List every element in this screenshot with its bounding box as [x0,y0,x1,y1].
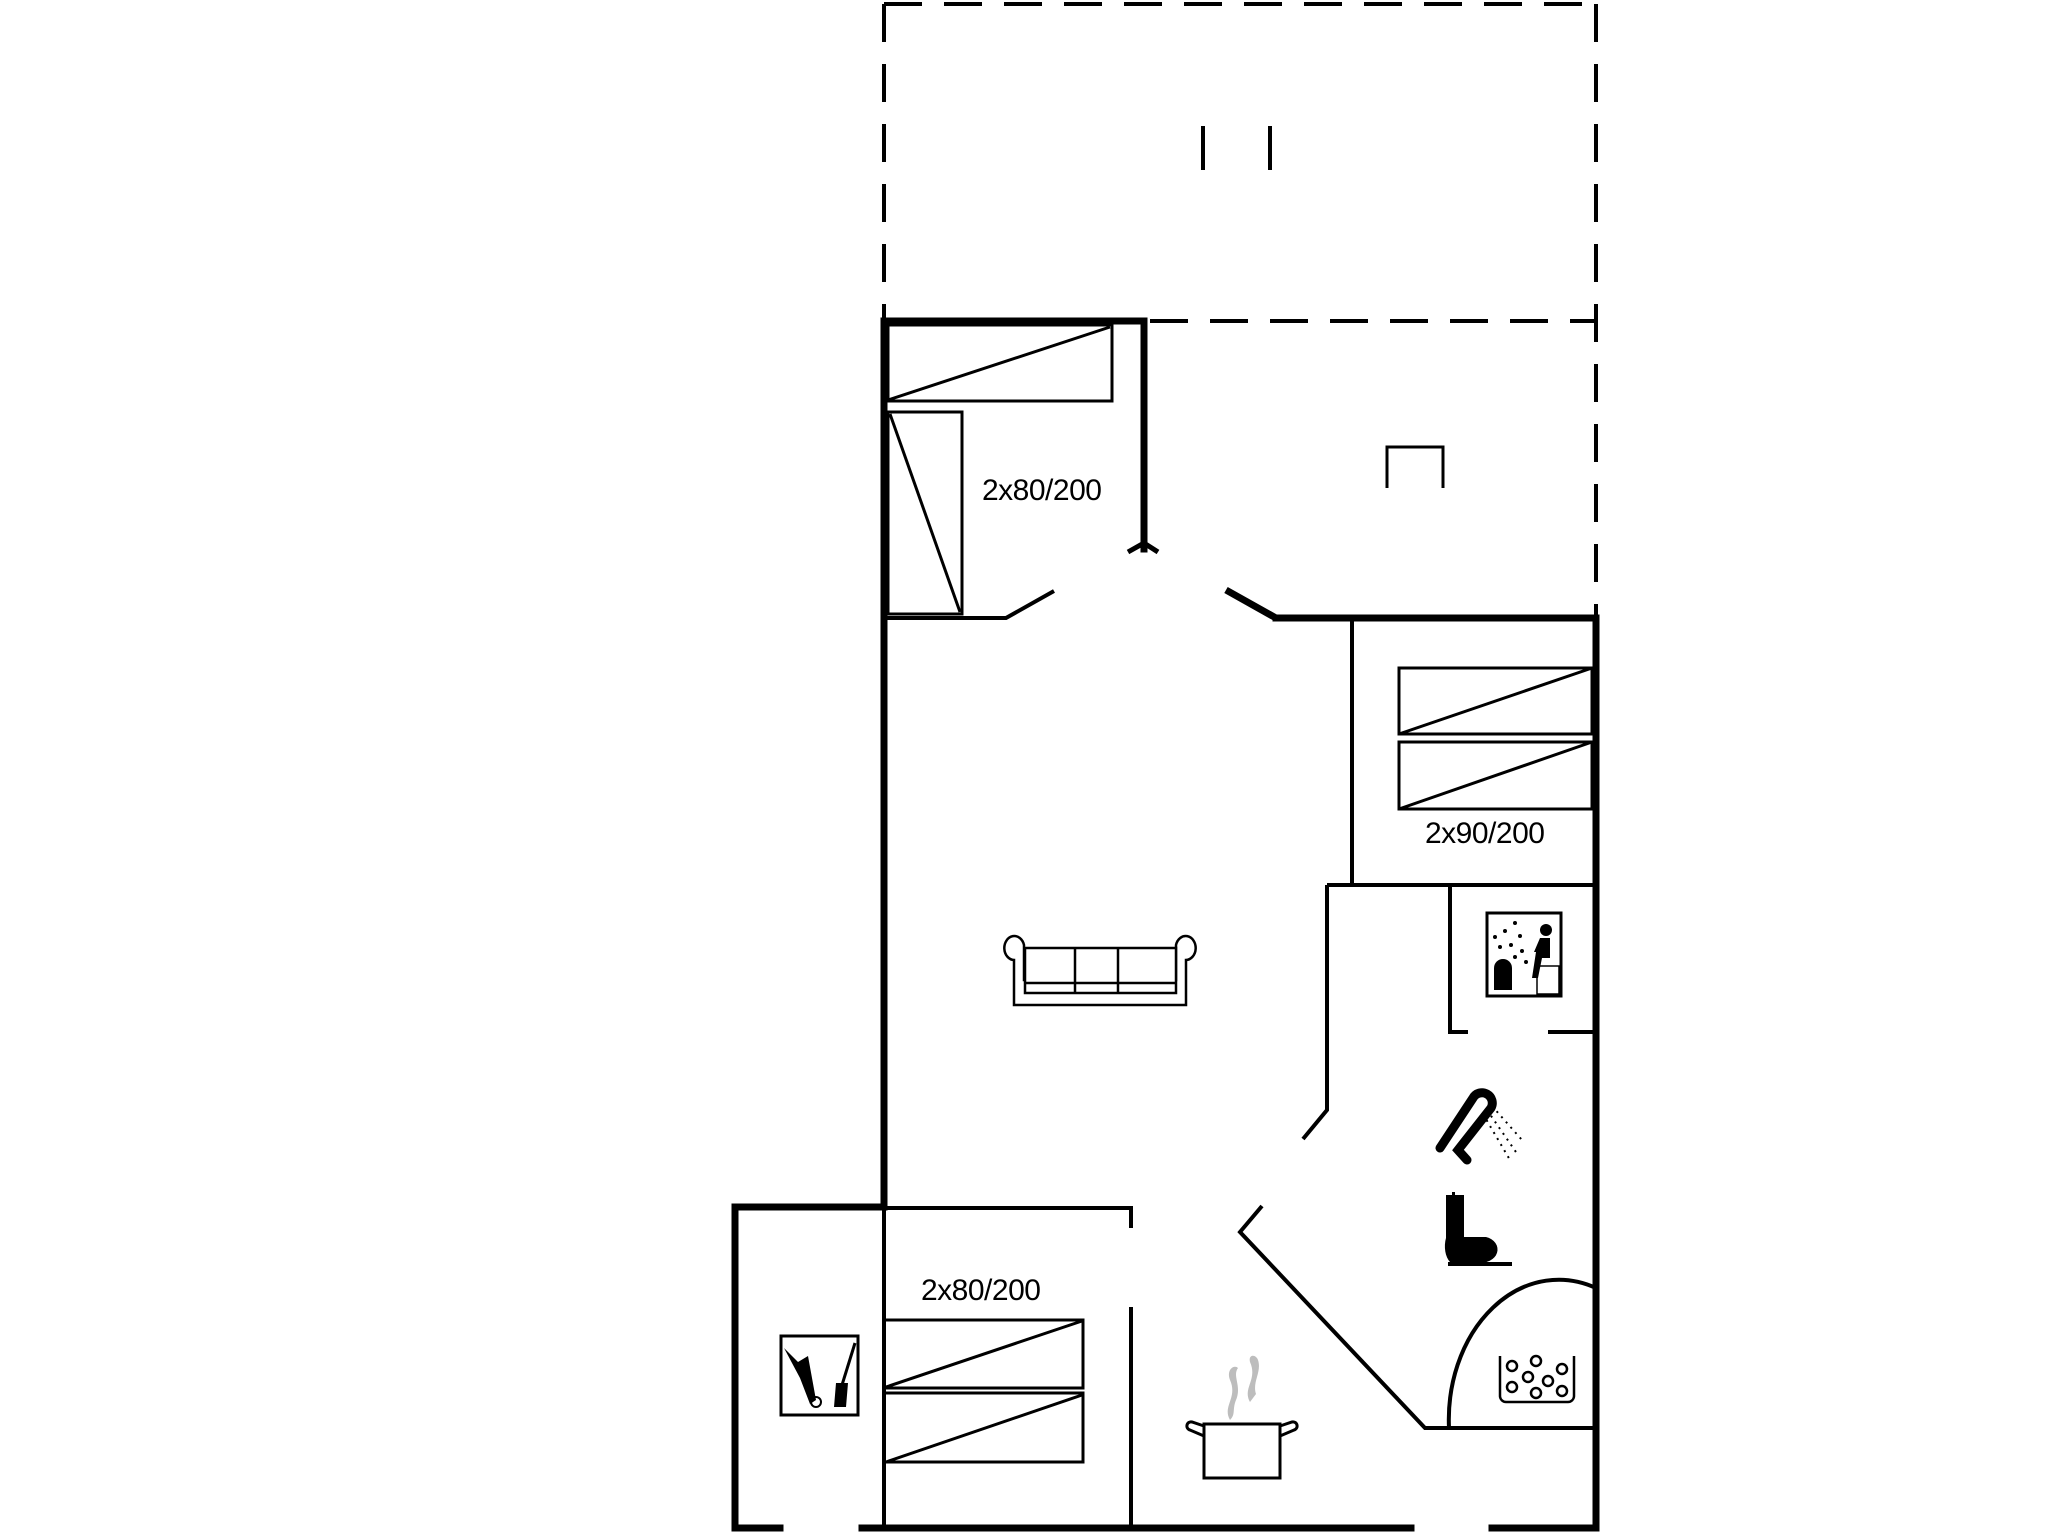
terrace-marks [1201,126,1272,170]
shower-icon [1435,1088,1523,1165]
bed-label-upper-left: 2x80/200 [982,474,1102,507]
whirlpool-icon [1498,1354,1576,1404]
bed-upper-left [886,323,1114,616]
toilet-icon [1444,1192,1512,1266]
sofa-icon [1003,934,1197,1007]
cleaning-tools-icon [779,1334,860,1417]
exterior-walls [731,317,1600,1532]
terrace-outline [882,2,1598,618]
sauna-icon [1485,911,1563,998]
bed-label-lower: 2x80/200 [921,1274,1041,1307]
outdoor-fixture-icon [1385,445,1445,488]
interior-walls [882,618,1597,1528]
bed-lower [882,1318,1085,1464]
cooking-pot-icon [1185,1355,1299,1480]
bed-label-right: 2x90/200 [1425,817,1545,850]
door-markers [884,540,1278,622]
bed-right [1397,666,1594,811]
